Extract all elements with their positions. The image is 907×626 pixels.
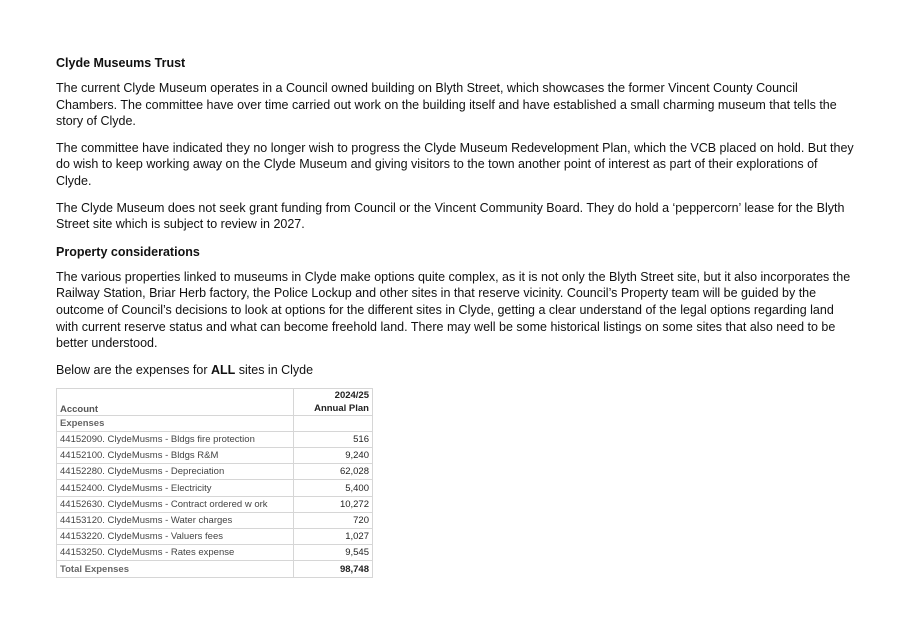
paragraph-committee-plan: The committee have indicated they no lon… (56, 140, 854, 188)
table-intro-post: sites in Clyde (235, 362, 314, 377)
header-account: Account (56, 387, 294, 416)
paragraph-funding-lease: The Clyde Museum does not seek grant fun… (56, 200, 845, 232)
table-row: 44153220. ClydeMusms - Valuers fees 1,02… (56, 528, 373, 546)
table-row: 44153120. ClydeMusms - Water charges 720 (56, 511, 373, 530)
row-value: 720 (293, 511, 373, 530)
group-value (293, 414, 373, 432)
table-row: 44152280. ClydeMusms - Depreciation 62,0… (56, 463, 373, 481)
table-row: 44152630. ClydeMusms - Contract ordered … (56, 495, 373, 513)
row-account: 44152090. ClydeMusms - Bldgs fire protec… (56, 430, 294, 449)
row-value: 9,240 (293, 447, 373, 465)
table-row: 44152100. ClydeMusms - Bldgs R&M 9,240 (56, 447, 373, 465)
heading-property-considerations: Property considerations (56, 244, 200, 259)
table-row: 44153250. ClydeMusms - Rates expense 9,5… (56, 544, 373, 562)
row-account: 44152280. ClydeMusms - Depreciation (56, 463, 294, 481)
row-account: 44152100. ClydeMusms - Bldgs R&M (56, 447, 294, 465)
table-row: 44152400. ClydeMusms - Electricity 5,400 (56, 479, 373, 497)
row-account: 44152400. ClydeMusms - Electricity (56, 479, 294, 497)
total-label: Total Expenses (56, 560, 294, 578)
row-account: 44152630. ClydeMusms - Contract ordered … (56, 495, 294, 513)
row-value: 5,400 (293, 479, 373, 497)
header-plan: Annual Plan (314, 402, 369, 414)
table-intro-bold: ALL (210, 362, 236, 377)
row-account: 44153220. ClydeMusms - Valuers fees (56, 528, 294, 546)
row-value: 1,027 (293, 528, 373, 546)
row-value: 62,028 (293, 463, 373, 481)
table-intro-pre: Below are the expenses for (56, 362, 211, 377)
paragraph-current-museum: The current Clyde Museum operates in a C… (56, 81, 837, 129)
document-page: Clyde Museums Trust The current Clyde Mu… (56, 54, 856, 578)
row-value: 516 (293, 430, 373, 449)
total-value: 98,748 (293, 560, 373, 578)
header-year: 2024/25 (334, 389, 369, 401)
heading-clyde-museums-trust: Clyde Museums Trust (56, 56, 186, 70)
row-value: 10,272 (293, 495, 373, 513)
group-row: Expenses (56, 414, 373, 432)
row-account: 44153250. ClydeMusms - Rates expense (56, 544, 294, 562)
table-intro: Below are the expenses for ALL sites in … (56, 362, 856, 378)
group-label: Expenses (56, 414, 294, 432)
row-account: 44153120. ClydeMusms - Water charges (56, 511, 294, 530)
table-row: 44152090. ClydeMusms - Bldgs fire protec… (56, 430, 373, 449)
row-value: 9,545 (293, 544, 373, 562)
paragraph-property: The various properties linked to museums… (56, 269, 851, 351)
total-row: Total Expenses 98,748 (56, 560, 373, 578)
